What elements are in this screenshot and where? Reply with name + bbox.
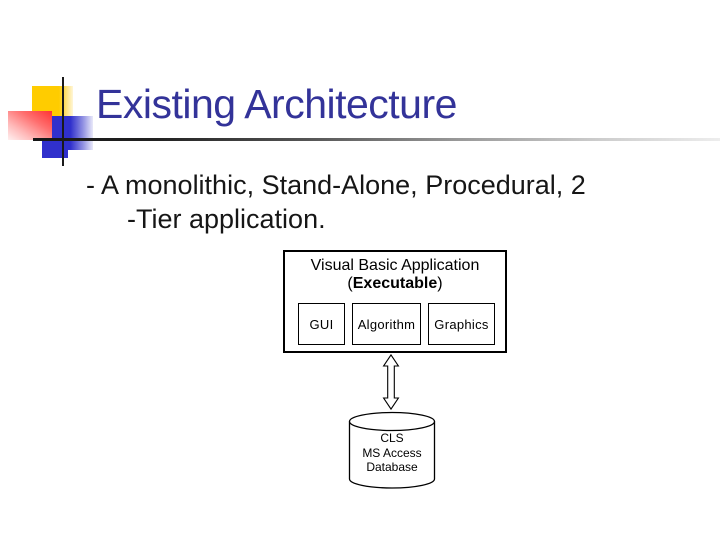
db-label-line-2: MS Access bbox=[362, 445, 422, 460]
vb-application-box: Visual Basic Application (Executable) GU… bbox=[283, 250, 507, 353]
module-box-graphics: Graphics bbox=[428, 303, 495, 345]
subtitle-word: Executable bbox=[352, 275, 438, 292]
slide-title: Existing Architecture bbox=[96, 81, 457, 127]
module-box-gui: GUI bbox=[298, 303, 345, 345]
subtitle-paren-close: ) bbox=[437, 275, 443, 292]
body-line-2: -Tier application. bbox=[127, 204, 326, 234]
decoration-red-square bbox=[8, 111, 52, 140]
decoration-vertical-line bbox=[62, 77, 64, 166]
body-line-1: - A monolithic, Stand-Alone, Procedural,… bbox=[86, 170, 586, 200]
database-cylinder-icon bbox=[348, 411, 436, 489]
app-box-title: Visual Basic Application bbox=[310, 257, 480, 274]
module-box-algorithm: Algorithm bbox=[352, 303, 421, 345]
slide-body-text: - A monolithic, Stand-Alone, Procedural,… bbox=[86, 168, 586, 236]
subtitle-paren-open: ( bbox=[347, 275, 353, 292]
double-arrow-connector-icon bbox=[382, 354, 400, 410]
database-label: CLS MS Access Database bbox=[348, 431, 436, 475]
db-label-line-3: Database bbox=[366, 460, 418, 474]
decoration-blue-square-small bbox=[42, 140, 68, 158]
title-underline-rule bbox=[33, 138, 720, 141]
app-box-subtitle: (Executable) bbox=[285, 275, 505, 293]
db-label-line-1: CLS bbox=[380, 431, 404, 445]
